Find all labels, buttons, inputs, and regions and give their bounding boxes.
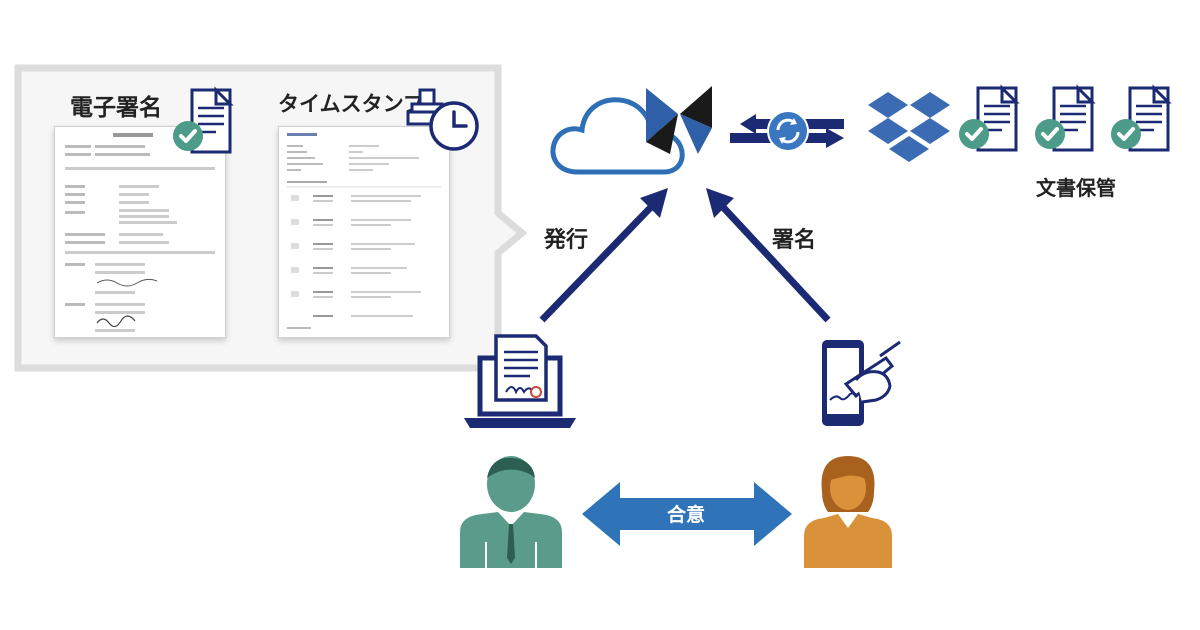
agree-label: 合意 (667, 504, 706, 526)
contract-document (54, 126, 226, 338)
sign-label: 署名 (772, 228, 817, 253)
esign-title: 電子署名 (70, 95, 162, 121)
stamp-clock-icon (406, 88, 479, 151)
document-check-icon (959, 84, 1020, 152)
smartphone-sign-icon (822, 340, 901, 426)
timestamp-title: タイムスタンプ (278, 92, 424, 116)
agree-arrow (582, 482, 792, 546)
dropbox-logo (868, 92, 950, 162)
laptop-icon (464, 334, 576, 428)
issue-arrow (539, 188, 668, 323)
businesswoman-icon (804, 456, 892, 568)
audit-trail-document (278, 126, 450, 338)
document-check-icon (1111, 84, 1172, 152)
document-check-icon (173, 86, 234, 154)
businessman-icon (460, 456, 562, 568)
audit-trail-document-lines (287, 133, 441, 329)
sign-arrow (706, 188, 831, 323)
cloud-icon (550, 97, 685, 175)
sync-icon (730, 110, 844, 152)
document-check-icon (1035, 84, 1096, 152)
issue-label: 発行 (544, 228, 589, 253)
hellosign-logo (646, 86, 712, 154)
storage-label: 文書保管 (1036, 176, 1116, 200)
contract-document-lines (65, 133, 215, 332)
